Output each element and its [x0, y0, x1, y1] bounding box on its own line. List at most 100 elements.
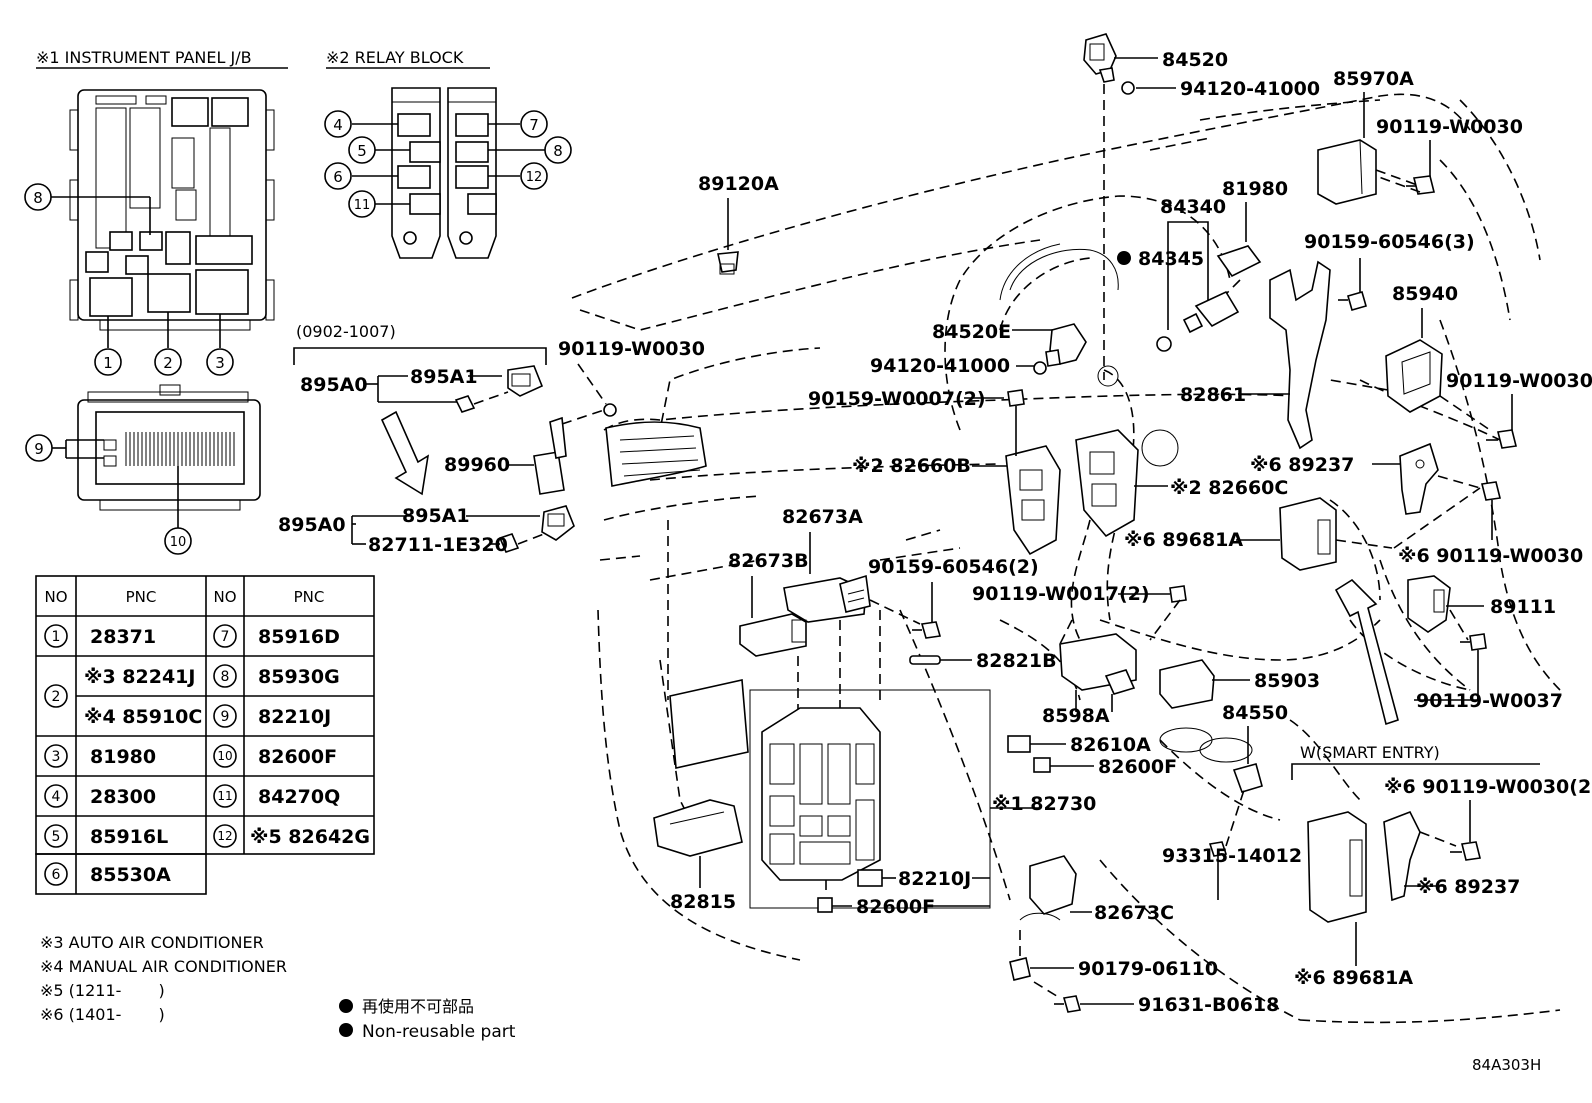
non-reusable-dot-icon: [1117, 251, 1131, 265]
label-84520: 84520: [1162, 49, 1228, 71]
table-no: 12: [217, 829, 232, 843]
air-vent-drawing: [605, 421, 707, 487]
label-84520E: 84520E: [932, 321, 1011, 343]
bolt-icon: [1208, 841, 1228, 857]
table-no: 1: [52, 629, 61, 645]
label-895A0-top: 895A0: [300, 374, 368, 396]
connector-895A1-bottom: [541, 505, 575, 541]
table-no: 6: [52, 867, 61, 883]
label-8598A: 8598A: [1042, 705, 1110, 727]
bracket-82861-drawing: [1269, 260, 1331, 450]
clip-90179-drawing: [1009, 957, 1031, 981]
label-90119-W0030-b: 90119-W0030: [1446, 370, 1592, 392]
label-89681A-b: ※6 89681A: [1294, 967, 1413, 989]
sensor-89120A-drawing: [717, 251, 739, 275]
bolt-icon: [1481, 481, 1501, 501]
label-82660C: ※2 82660C: [1170, 477, 1288, 499]
module-8598A-drawing: [1059, 633, 1137, 695]
relay-bracket-82660B-drawing: [1005, 445, 1061, 556]
table-no: 3: [52, 749, 61, 765]
label-82660B: ※2 82660B: [852, 455, 971, 477]
svg-text:8: 8: [33, 189, 43, 207]
label-895A0-bottom: 895A0: [278, 514, 346, 536]
label-90119-W0017-2: 90119-W0017(2): [972, 583, 1150, 605]
callout-12: 12: [520, 162, 548, 190]
bolt-icon: [1054, 995, 1082, 1013]
label-85970A: 85970A: [1333, 68, 1414, 90]
svg-text:12: 12: [526, 170, 543, 185]
callout-2: 2: [154, 348, 182, 376]
label-82815: 82815: [670, 891, 736, 913]
connector-82673C-drawing: [1019, 855, 1077, 921]
relay-82210J-drawing: [857, 869, 883, 887]
nut-icon: [1121, 81, 1135, 95]
connector-82673B-drawing: [739, 613, 807, 657]
callout-8-relay: 8: [544, 136, 572, 164]
label-84345: 84345: [1138, 248, 1204, 270]
switch-84550-drawing: [1159, 727, 1263, 793]
note-5: ※5 (1211- ): [40, 981, 165, 1000]
table-pnc: ※3 82241J: [84, 666, 195, 688]
table-no: 9: [221, 709, 230, 725]
table-pnc: 85916D: [258, 626, 340, 648]
table-header-pnc-left: PNC: [126, 588, 157, 606]
label-84340: 84340: [1160, 196, 1226, 218]
label-895A1-top: 895A1: [410, 366, 478, 388]
bolt-icon: [1450, 841, 1481, 861]
table-pnc: 28371: [90, 626, 156, 648]
relay-block-heading: ※2 RELAY BLOCK: [326, 48, 464, 67]
table-pnc: ※5 82642G: [250, 826, 370, 848]
label-90159-W0007-2: 90159-W0007(2): [808, 388, 986, 410]
table-no: 4: [52, 789, 61, 805]
date-range-label: (0902-1007): [296, 322, 396, 341]
label-90119-W0037: 90119-W0037: [1416, 690, 1563, 712]
clip-82821B-drawing: [909, 655, 941, 665]
label-94120-41000-top: 94120-41000: [1180, 78, 1320, 100]
label-82610A: 82610A: [1070, 734, 1151, 756]
label-82821B: 82821B: [976, 650, 1057, 672]
table-no: 8: [221, 669, 230, 685]
callout-5: 5: [348, 136, 376, 164]
table-pnc: 81980: [90, 746, 156, 768]
svg-text:7: 7: [529, 116, 539, 134]
label-89960: 89960: [444, 454, 510, 476]
svg-text:5: 5: [357, 142, 367, 160]
relay-bracket-82660C-drawing: [1075, 429, 1139, 538]
svg-text:2: 2: [163, 354, 173, 372]
note-3: ※3 AUTO AIR CONDITIONER: [40, 933, 264, 952]
bolt-icon: [1169, 585, 1187, 603]
label-93315-14012: 93315-14012: [1162, 845, 1302, 867]
label-82730: ※1 82730: [992, 793, 1096, 815]
label-81980: 81980: [1222, 178, 1288, 200]
svg-text:3: 3: [215, 354, 225, 372]
callout-3: 3: [206, 348, 234, 376]
svg-text:6: 6: [333, 168, 343, 186]
board-plate-drawing: [669, 679, 749, 769]
label-89681A-a: ※6 89681A: [1124, 529, 1243, 551]
label-94120-41000-b: 94120-41000: [870, 355, 1010, 377]
table-header-no-left: NO: [44, 588, 67, 606]
switch-84340-drawing: [1182, 290, 1240, 334]
label-82600F-a: 82600F: [1098, 756, 1177, 778]
module-85940-drawing: [1385, 339, 1443, 413]
note-6: ※6 (1401- ): [40, 1005, 165, 1024]
legend-english: Non-reusable part: [362, 1022, 516, 1042]
label-895A1-bottom: 895A1: [402, 505, 470, 527]
table-header-pnc-right: PNC: [294, 588, 325, 606]
fuse-82600F-drawing: [1033, 757, 1051, 773]
bolt-icon: [1406, 175, 1435, 195]
svg-text:10: 10: [170, 535, 187, 550]
callout-4: 4: [324, 110, 352, 138]
label-91631-B0618: 91631-B0618: [1138, 994, 1279, 1016]
table-no: 10: [217, 749, 232, 763]
non-reusable-dot-icon: [339, 999, 353, 1013]
label-85940: 85940: [1392, 283, 1458, 305]
legend-japanese: 再使用不可部品: [362, 997, 474, 1016]
label-82673C: 82673C: [1094, 902, 1174, 924]
callout-1: 1: [94, 348, 122, 376]
sensor-84520E-drawing: [1045, 323, 1087, 367]
table-pnc: 85916L: [90, 826, 168, 848]
label-89111: 89111: [1490, 596, 1556, 618]
